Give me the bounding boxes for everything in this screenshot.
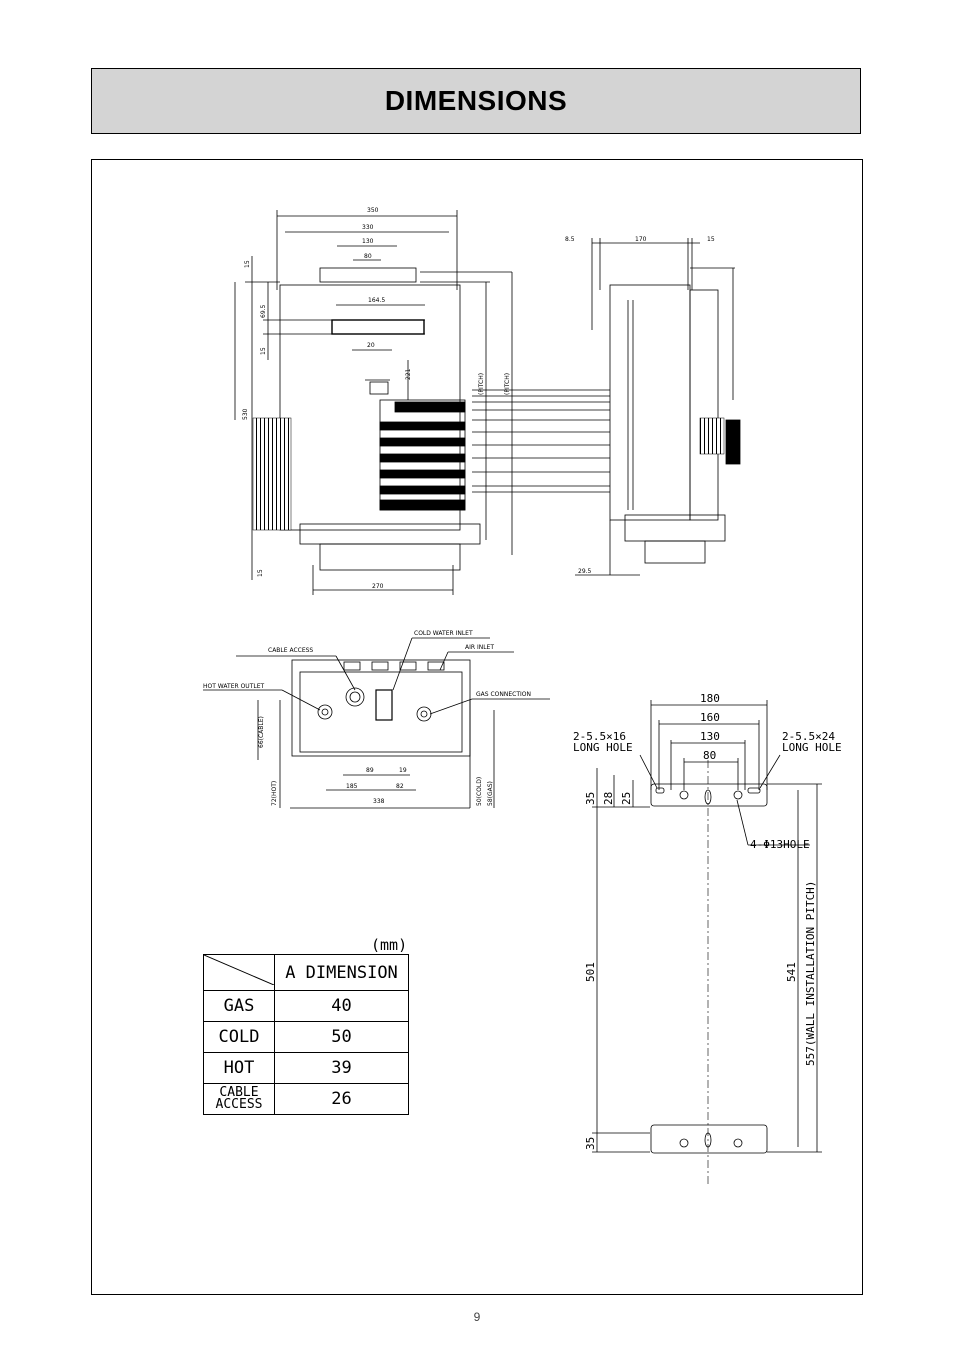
table-cell-value: 39 <box>274 1052 409 1084</box>
front-view-dimensions: 350 330 130 80 164.5 20 270 15 69.5 15 2… <box>242 207 511 590</box>
dim-29-5: 29.5 <box>578 568 592 575</box>
label-cable-access: CABLE ACCESS <box>268 647 313 654</box>
dim-160: 160 <box>700 711 720 724</box>
dim-82: 82 <box>396 783 404 790</box>
dim-20: 20 <box>367 342 375 349</box>
dim-541: 541 <box>785 962 798 982</box>
page-number: 9 <box>473 1310 481 1324</box>
dim-8-5: 8.5 <box>565 236 575 243</box>
dim-15-top: 15 <box>244 260 251 268</box>
table-cell-value: 40 <box>274 990 409 1022</box>
dim-19: 19 <box>399 767 407 774</box>
dim-89: 89 <box>366 767 374 774</box>
label-cold-water-inlet: COLD WATER INLET <box>414 630 473 637</box>
label-right-long-hole: LONG HOLE <box>782 741 842 754</box>
dim-pitch-2: (PITCH) <box>504 373 511 395</box>
label-left-long-hole: LONG HOLE <box>573 741 633 754</box>
table-row: GAS 40 <box>203 990 409 1022</box>
bracket-view-dimensions: 180 160 130 80 2-5.5×16 LONG HOLE 2-5.5×… <box>573 692 842 1150</box>
dim-pitch-1: (PITCH) <box>478 373 485 395</box>
label-air-inlet: AIR INLET <box>465 644 494 651</box>
dim-164-5: 164.5 <box>368 297 385 304</box>
table-cell-name: CABLE ACCESS <box>203 1083 275 1115</box>
title-banner: DIMENSIONS <box>91 68 861 134</box>
diagonal-slash <box>203 954 275 986</box>
table-row: HOT 39 <box>203 1052 409 1084</box>
bracket-view <box>592 700 822 1185</box>
dim-15-side: 15 <box>707 236 715 243</box>
table-cell-name: HOT <box>203 1052 275 1084</box>
drawing-frame <box>91 159 863 1295</box>
front-view <box>234 210 610 595</box>
table-cell-value: 26 <box>274 1083 409 1115</box>
dim-35-bottom: 35 <box>584 1137 597 1150</box>
page-title: DIMENSIONS <box>384 85 568 116</box>
table-cell-name: COLD <box>203 1021 275 1053</box>
dim-80-bracket: 80 <box>703 749 716 762</box>
dim-130-bracket: 130 <box>700 730 720 743</box>
table-header-row: A DIMENSION <box>203 954 409 991</box>
dim-270: 270 <box>372 583 384 590</box>
dim-15-bottom: 15 <box>257 569 264 577</box>
side-view <box>575 238 741 576</box>
dim-69-5: 69.5 <box>260 304 267 318</box>
dim-35-top: 35 <box>584 792 597 805</box>
dim-557-wall-pitch: 557(WALL INSTALLATION PITCH) <box>804 881 817 1066</box>
bottom-view-labels: CABLE ACCESS COLD WATER INLET AIR INLET … <box>203 630 531 806</box>
label-round-hole: 4-Φ13HOLE <box>750 838 810 851</box>
dim-130: 130 <box>362 238 374 245</box>
table-corner-cell <box>203 954 275 991</box>
dim-25: 25 <box>620 792 633 805</box>
table-row: COLD 50 <box>203 1021 409 1053</box>
dim-330: 330 <box>362 224 374 231</box>
dim-80: 80 <box>364 253 372 260</box>
dim-28: 28 <box>602 792 615 805</box>
table-row: CABLE ACCESS 26 <box>203 1083 409 1115</box>
a-dimension-table: A DIMENSION GAS 40 COLD 50 HOT 39 CABLE … <box>203 954 409 1115</box>
label-right-hole-size: 2-5.5×24 <box>782 730 835 743</box>
dim-66-cable: 66(CABLE) <box>258 716 265 748</box>
dim-170: 170 <box>635 236 647 243</box>
table-header: A DIMENSION <box>274 954 409 991</box>
label-left-hole-size: 2-5.5×16 <box>573 730 626 743</box>
table-cell-value: 50 <box>274 1021 409 1053</box>
unit-label: (mm) <box>371 936 408 954</box>
dim-501: 501 <box>584 962 597 982</box>
table-cell-name: GAS <box>203 990 275 1022</box>
dim-180: 180 <box>700 692 720 705</box>
bottom-view <box>203 637 550 809</box>
dim-338: 338 <box>373 798 385 805</box>
label-gas-connection: GAS CONNECTION <box>476 691 531 698</box>
label-hot-water-outlet: HOT WATER OUTLET <box>203 683 264 690</box>
dim-350: 350 <box>367 207 379 214</box>
dim-221: 221 <box>405 368 412 380</box>
dim-50-cold: 50(COLD) <box>476 777 483 806</box>
side-view-dimensions: 8.5 170 15 29.5 <box>565 236 715 575</box>
dim-185: 185 <box>346 783 358 790</box>
dim-15-mid: 15 <box>260 347 267 355</box>
dim-72-hot: 72(HOT) <box>271 781 278 806</box>
dim-530: 530 <box>242 408 249 420</box>
dim-58-gas: 58(GAS) <box>487 781 494 806</box>
